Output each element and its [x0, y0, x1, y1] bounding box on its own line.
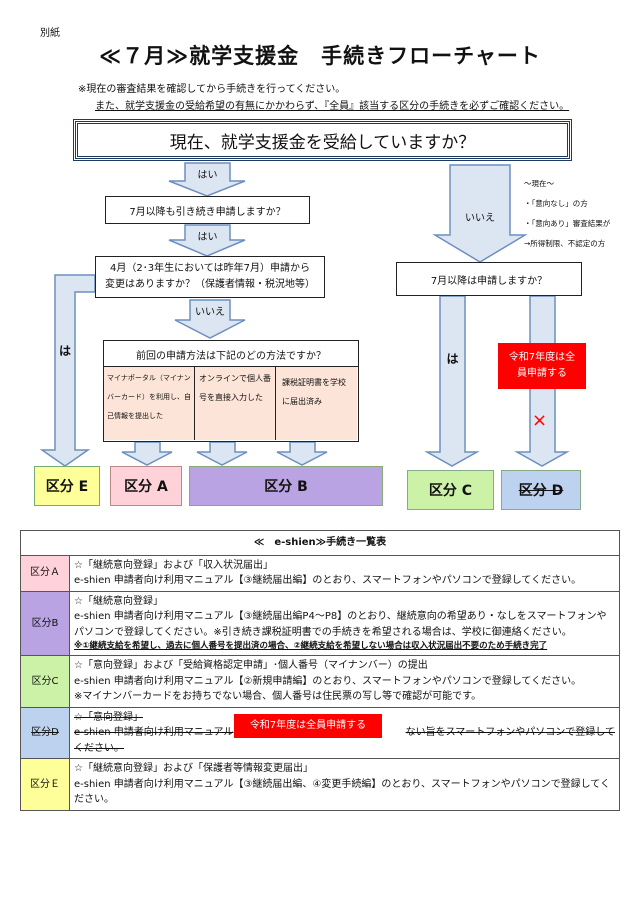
row-key-E: 区分Ｅ — [20, 758, 70, 811]
page-title: ≪７月≫就学支援金 手続きフローチャート — [99, 44, 541, 68]
row-line: e-shien 申請者向け利用マニュアル【③継続届出編P4～P8】のとおり、継続… — [74, 611, 607, 638]
main-question: 現在、就学支援金を受給していますか？ — [73, 119, 572, 161]
note-line-1: ※現在の審査結果を確認してから手続きを行ってください。 — [78, 84, 346, 95]
row-line: e-shien 申請者向け利用マニュアル【③継続届出編】のとおり、スマートフォン… — [74, 575, 582, 586]
no-label-main: いいえ — [465, 212, 495, 224]
row-key-C: 区分C — [20, 655, 70, 708]
method-mynaportal: マイナポータル（マイナンバーカード）を利用し、自己情報を提出した — [104, 367, 195, 440]
yes-label-2: はい — [197, 231, 218, 243]
question-method: 前回の申請方法は下記のどの方法ですか？ — [103, 340, 359, 367]
category-A: 区分 A — [110, 466, 182, 506]
row-line: ☆「継続意向登録」および「保護者等情報変更届出」 — [74, 763, 313, 775]
side-note-line: ・「意向あり」審査結果が — [524, 219, 611, 228]
category-B: 区分 B — [189, 466, 383, 506]
table-row: 区分Ａ ☆「継続意向登録」および「収入状況届出」 e-shien 申請者向け利用… — [20, 554, 620, 592]
row-line: ☆「継続意向登録」 — [74, 595, 163, 607]
row-line: ☆「意向登録」および「受給資格認定申請」･個人番号（マイナンバー）の提出 — [74, 660, 428, 672]
side-note-line: ・「意向なし」の方 — [524, 199, 588, 208]
row-line-part: ない旨をスマートフォンやパソコンで登録して — [405, 727, 615, 739]
row-key-B: 区分B — [20, 590, 70, 657]
row-line: ※マイナンバーカードをお持ちでない場合、個人番号は住民票の写し等で確認が可能です… — [74, 691, 482, 703]
side-note-line: →所得制限、不認定の方 — [524, 239, 606, 248]
side-note-line: ～現在～ — [524, 179, 554, 188]
procedure-table: ≪ e-shien≫手続き一覧表 区分Ａ ☆「継続意向登録」および「収入状況届出… — [20, 530, 620, 811]
row-line-part: e-shien 申請者向け利用マニュアル — [74, 727, 234, 739]
arrow-to-C — [424, 295, 480, 467]
row-line: ☆「意向登録」 — [74, 711, 143, 723]
question-change: 4月（2･3年生においては昨年7月）申請から 変更はありますか？（保護者情報・税… — [95, 256, 325, 298]
note-line-2: また、就学支援金の受給希望の有無にかかわらず、『全員』該当する区分の手続きを必ず… — [95, 101, 570, 112]
table-row: 区分Ｅ ☆「継続意向登録」および「保護者等情報変更届出」 e-shien 申請者… — [20, 758, 620, 811]
row-line: e-shien 申請者向け利用マニュアル【③継続届出編、④変更手続編】のとおり、… — [74, 778, 611, 806]
row-line: e-shien 申請者向け利用マニュアル【②新規申請編】のとおり、スマートフォン… — [74, 675, 582, 687]
table-row: 区分D ☆「意向登録」 e-shien 申請者向け利用マニュアル ない旨をスマー… — [20, 706, 620, 760]
category-C: 区分 C — [407, 470, 494, 510]
row-key-D: 区分D — [20, 706, 70, 760]
yes-label-1: はい — [197, 169, 218, 181]
attachment-label: 別紙 — [40, 28, 60, 39]
row-line: ください。 — [74, 742, 124, 754]
table-title: ≪ e-shien≫手続き一覧表 — [20, 530, 620, 556]
row-line-note: ※①継続支給を希望し、過去に個人番号を提出済の場合、②継続支給を希望しない場合は… — [74, 641, 548, 651]
method-school: 課税証明書を学校に届出済み — [276, 367, 357, 440]
row-key-A: 区分Ａ — [20, 554, 70, 592]
table-row: 区分C ☆「意向登録」および「受給資格認定申請」･個人番号（マイナンバー）の提出… — [20, 655, 620, 708]
arrow-yes-2 — [168, 224, 246, 257]
flow-arrows — [39, 162, 570, 467]
arrow-no-main — [432, 164, 528, 263]
mid-yes-label: は — [446, 351, 459, 366]
method-options: マイナポータル（マイナンバーカード）を利用し、自己情報を提出した オンラインで個… — [103, 366, 359, 442]
question-continue: 7月以降も引き続き申請しますか？ — [105, 196, 310, 224]
no-label-change: いいえ — [195, 306, 225, 318]
category-D: 区分 D — [501, 470, 581, 510]
arrow-no-change — [174, 299, 246, 339]
table-row: 区分B ☆「継続意向登録」 e-shien 申請者向け利用マニュアル【③継続届出… — [20, 590, 620, 657]
left-yes-label: は — [58, 343, 71, 358]
arrow-yes-1 — [168, 162, 246, 197]
arrow-to-B1 — [196, 441, 248, 466]
method-online: オンラインで個人番号を直接入力した — [195, 367, 276, 440]
row-line: ☆「継続意向登録」および「収入状況届出」 — [74, 559, 273, 571]
reiwa-overlay-badge: 令和7年度は全員申請する — [234, 713, 382, 738]
cross-mark: × — [532, 410, 548, 431]
reiwa-all-apply-badge: 令和7年度は全員申請する — [498, 343, 586, 389]
side-note: ～現在～ ・「意向なし」の方 ・「意向あり」審査結果が →所得制限、不認定の方 — [524, 174, 610, 254]
arrow-to-B2 — [276, 441, 328, 466]
category-E: 区分 E — [34, 466, 100, 506]
arrow-to-A — [121, 441, 173, 466]
row-line-split: e-shien 申請者向け利用マニュアル ない旨をスマートフォンやパソコンで登録… — [74, 725, 615, 741]
question-apply-after-july: 7月以降は申請しますか？ — [396, 262, 582, 296]
arrow-left-to-E — [39, 274, 96, 467]
